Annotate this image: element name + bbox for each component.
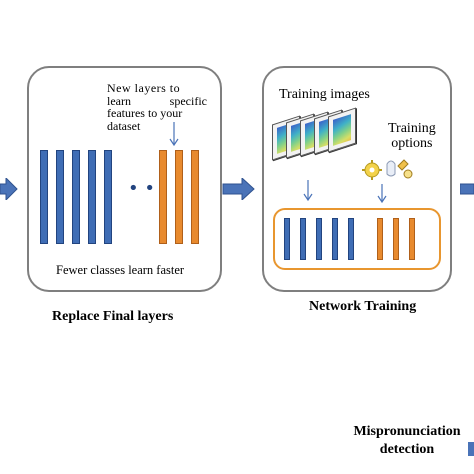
layer-bar-5 — [104, 150, 112, 244]
fewer-classes-note: Fewer classes learn faster — [56, 263, 185, 277]
settings-gears-icon — [362, 159, 413, 180]
new-layers-annotation: New layers to learn specific features to… — [107, 82, 207, 132]
network-container — [273, 208, 441, 270]
layer-bar-1 — [40, 150, 48, 244]
net-new-layer-bar-2 — [393, 218, 399, 260]
outgoing-arrow — [460, 183, 474, 195]
layer-bar-2 — [56, 150, 64, 244]
mispronunciation-line-1: Mispronunciation — [353, 424, 461, 439]
annotation-line-4: dataset — [107, 118, 141, 133]
new-layer-bar-3 — [191, 150, 199, 244]
options-down-arrow — [377, 184, 387, 204]
net-layer-bar-2 — [300, 218, 306, 260]
annotation-line-3: features to your — [107, 106, 183, 121]
flow-arrow-1 — [222, 178, 255, 200]
training-options-line-2: options — [391, 135, 433, 151]
net-layer-bar-4 — [332, 218, 338, 260]
training-images-label: Training images — [279, 87, 370, 102]
net-layer-bar-1 — [284, 218, 290, 260]
net-layer-bar-3 — [316, 218, 322, 260]
annotation-pointer-arrow — [169, 122, 179, 147]
training-options-label: Training options — [388, 121, 436, 151]
detection-panel-edge — [468, 442, 474, 456]
replace-layers-caption: Replace Final layers — [52, 309, 174, 324]
incoming-arrow — [0, 178, 18, 200]
net-new-layer-bar-1 — [377, 218, 383, 260]
training-options-line-1: Training — [388, 121, 436, 136]
net-new-layer-bar-3 — [409, 218, 415, 260]
net-layer-bar-5 — [348, 218, 354, 260]
mispronunciation-caption: Mispronunciation detection — [345, 424, 469, 457]
network-training-caption: Network Training — [309, 299, 417, 314]
mispronunciation-line-2: detection — [379, 441, 435, 457]
layer-bar-4 — [88, 150, 96, 244]
new-layer-bar-1 — [159, 150, 167, 244]
images-down-arrow — [303, 180, 313, 202]
layer-bar-3 — [72, 150, 80, 244]
new-layer-bar-2 — [175, 150, 183, 244]
ellipsis-dots: • • — [128, 178, 155, 199]
annotation-line-1: New layers to — [107, 81, 181, 95]
annotation-line-2: learn specific — [107, 93, 207, 108]
